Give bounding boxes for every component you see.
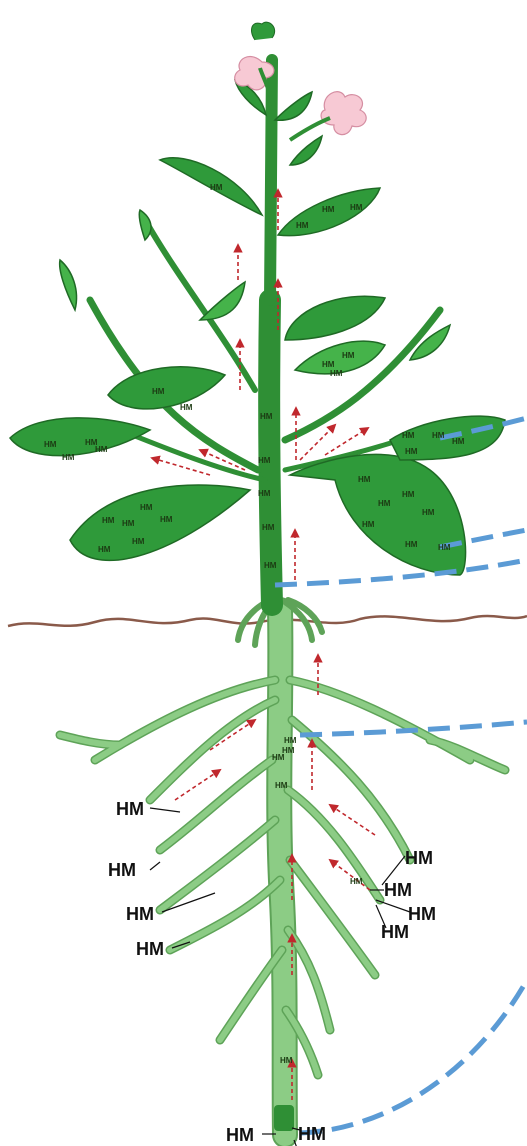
hm-label: HM (260, 412, 273, 421)
hm-label: HM (342, 351, 355, 360)
hm-label-large: HM (226, 1125, 254, 1145)
hm-label: HM (280, 1056, 293, 1065)
flowers (235, 22, 366, 140)
hm-label: HM (330, 369, 343, 378)
hm-label: HM (160, 515, 173, 524)
hm-label: HM (432, 431, 445, 440)
hm-label: HM (405, 540, 418, 549)
hm-label: HM (140, 503, 153, 512)
flower-right (321, 92, 366, 135)
hm-label: HM (438, 543, 451, 552)
hm-label: HM (95, 445, 108, 454)
hm-label-large: HM (108, 860, 136, 880)
hm-label: HM (452, 437, 465, 446)
hm-label: HM (62, 453, 75, 462)
hm-label: HM (102, 516, 115, 525)
hm-label: HM (350, 203, 363, 212)
hm-label: HM (152, 387, 165, 396)
hm-label: HM (44, 440, 57, 449)
hm-label: HM (378, 499, 391, 508)
hm-label-large: HM (298, 1124, 326, 1144)
hm-label-large: HM (381, 922, 409, 942)
hm-label: HM (180, 403, 193, 412)
hm-label-large: HM (126, 904, 154, 924)
hm-label: HM (275, 781, 288, 790)
hm-label: HM (296, 221, 309, 230)
hm-label: HM (98, 545, 111, 554)
hm-label: HM (258, 489, 271, 498)
hm-label-large: HM (408, 904, 436, 924)
hm-label: HM (210, 183, 223, 192)
hm-label: HM (264, 561, 277, 570)
hm-label: HM (284, 736, 297, 745)
hm-label: HM (322, 205, 335, 214)
hm-label: HM (402, 490, 415, 499)
hm-label: HM (402, 431, 415, 440)
hm-label: HM (405, 447, 418, 456)
hm-label: HM (358, 475, 371, 484)
hm-label: HM (262, 523, 275, 532)
hm-label: HM (272, 753, 285, 762)
hm-label-large: HM (405, 848, 433, 868)
hm-label: HM (132, 537, 145, 546)
hm-label: HM (350, 877, 363, 886)
hm-label-large: HM (136, 939, 164, 959)
hm-label: HM (322, 360, 335, 369)
hm-label-large: HM (116, 799, 144, 819)
hm-label: HM (122, 519, 135, 528)
root-tip (274, 1105, 294, 1131)
hm-label-large: HM (384, 880, 412, 900)
hm-label: HM (258, 456, 271, 465)
hm-label: HM (362, 520, 375, 529)
hm-label: HM (422, 508, 435, 517)
